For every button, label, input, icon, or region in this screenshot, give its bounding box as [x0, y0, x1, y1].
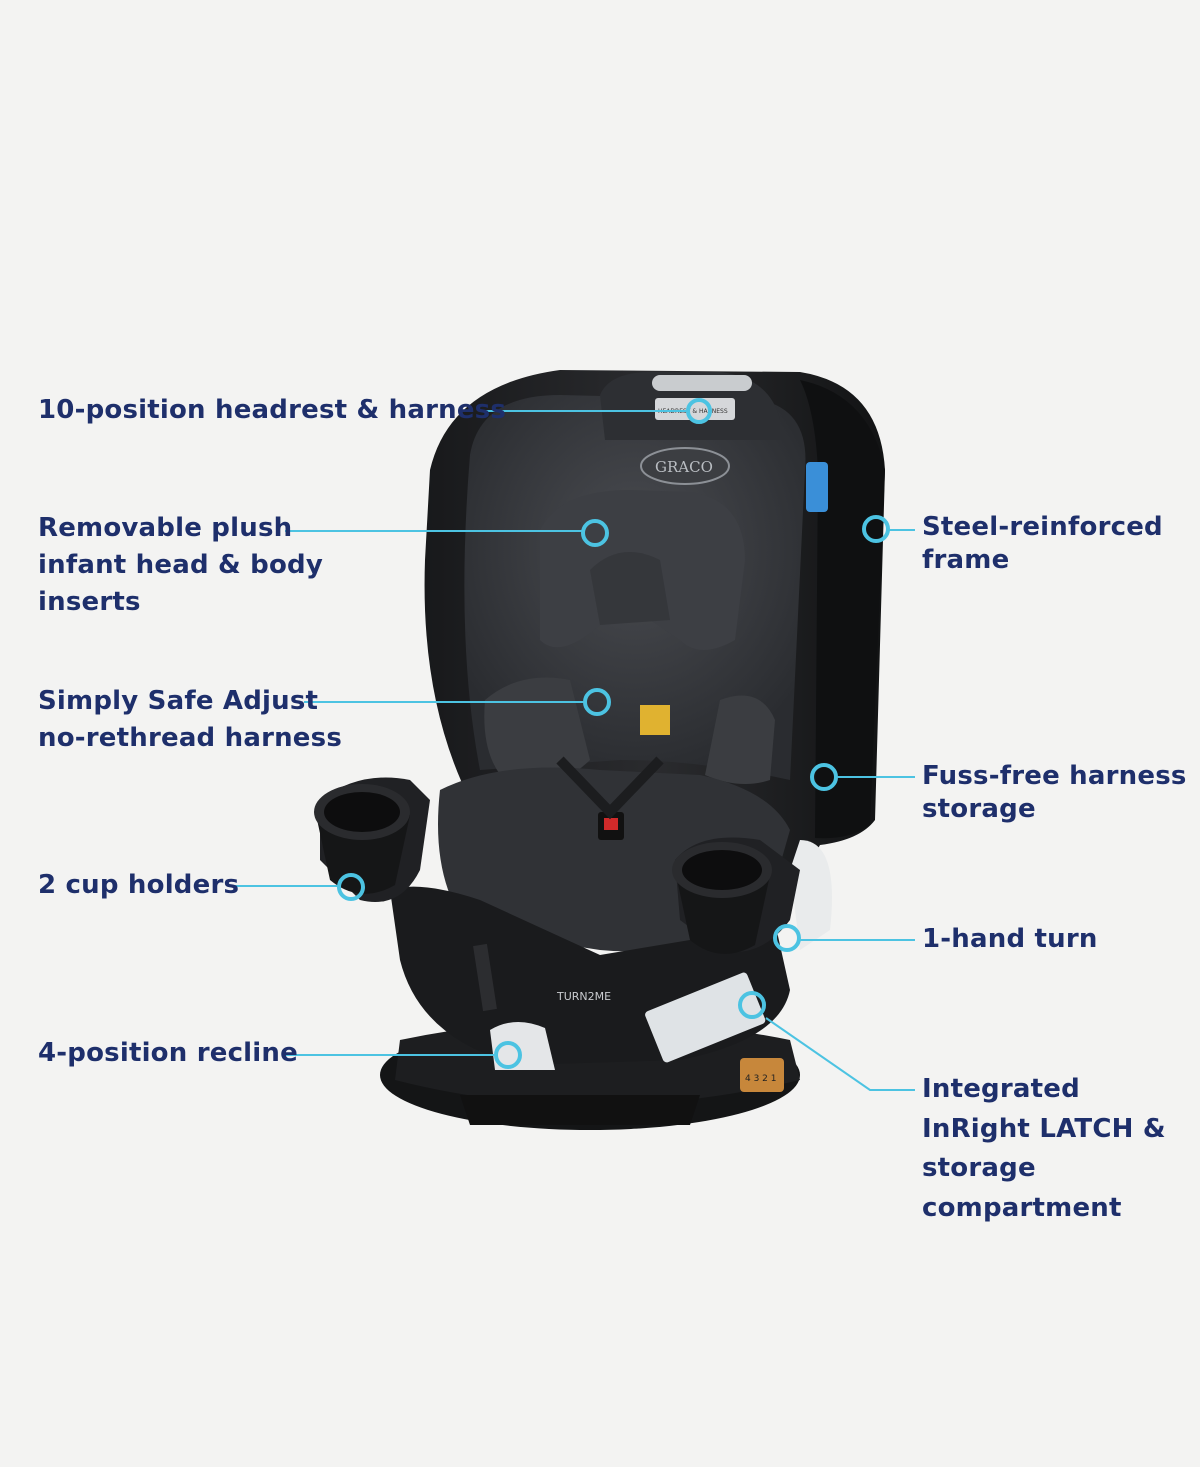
feature-latch-label: Integrated InRight LATCH & storage compa…: [922, 1074, 1166, 1223]
callout-dot-headrest: [686, 398, 712, 424]
callout-dot-frame: [862, 515, 890, 543]
feature-headrest-label: 10-position headrest & harness: [38, 395, 507, 425]
model-name: TURN2ME: [556, 990, 611, 1003]
cup-holder-right: [672, 837, 800, 954]
feature-recline-label: 4-position recline: [38, 1038, 298, 1068]
brand-logo: GRACO: [640, 447, 730, 485]
feature-storage-label: Fuss-free harness storage: [922, 761, 1187, 824]
callout-dot-storage: [810, 763, 838, 791]
feature-frame-label: Steel-reinforced frame: [922, 512, 1163, 575]
callout-dot-turn: [773, 924, 801, 952]
feature-inserts-label: Removable plush infant head & body inser…: [38, 513, 323, 617]
feature-cupholders-label: 2 cup holders: [38, 870, 240, 900]
callout-dot-recline: [494, 1041, 522, 1069]
feature-turn-label: 1-hand turn: [922, 924, 1098, 954]
recline-indicator: 4 3 2 1: [745, 1074, 777, 1084]
callout-dot-harness: [583, 688, 611, 716]
feature-harness-label: Simply Safe Adjust no-rethread harness: [38, 686, 342, 753]
headrest-tag: HEADREST & HARNESS: [658, 408, 728, 415]
callout-dot-latch: [738, 991, 766, 1019]
callout-dot-inserts: [581, 519, 609, 547]
callout-dot-cupholders: [337, 873, 365, 901]
cup-holder-left: [314, 777, 430, 902]
svg-text:GRACO: GRACO: [655, 458, 713, 476]
